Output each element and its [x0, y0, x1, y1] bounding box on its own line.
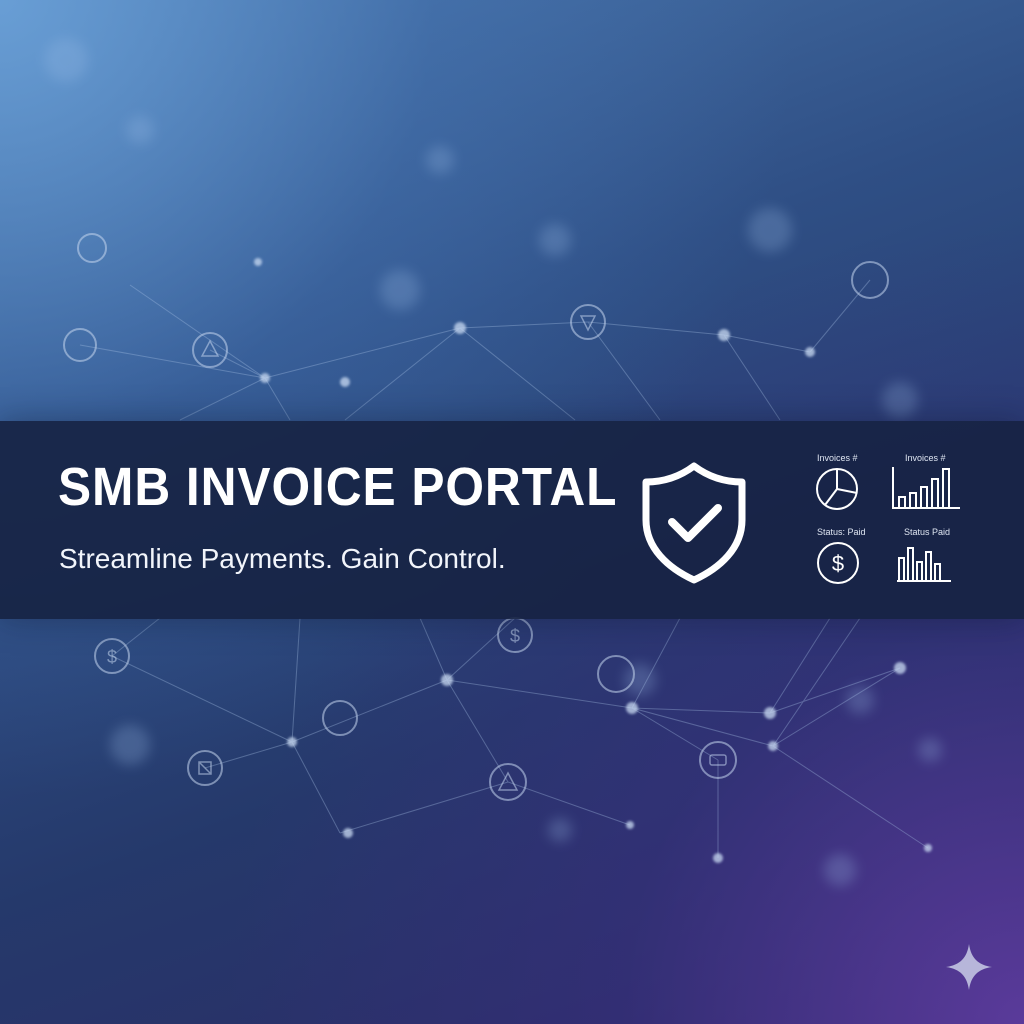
stat-label: Status: Paid [817, 527, 866, 537]
hero-banner [0, 421, 1024, 619]
card-icon [709, 754, 727, 766]
portal-tagline: Streamline Payments. Gain Control. [59, 543, 506, 574]
triangle-icon [200, 339, 220, 357]
bar-chart-icon [897, 547, 951, 582]
dollar-icon: $ [510, 626, 520, 646]
ring-icon-glyphs: $ $ [107, 626, 520, 667]
coin-icon [63, 328, 97, 362]
dollar-circle-icon: $ [817, 542, 859, 584]
bar-chart-icon [892, 467, 960, 509]
stat-label: Invoices # [817, 453, 858, 463]
dollar-circle-icon [94, 638, 130, 674]
bokeh-lights [44, 38, 942, 886]
stat-label: Status Paid [904, 527, 951, 537]
receipt-icon [198, 761, 212, 775]
shield-icon [579, 315, 597, 332]
dollar-icon: $ [107, 647, 117, 667]
coin-icon [699, 741, 737, 779]
network-lines [79, 279, 929, 858]
coin-icon [77, 233, 107, 263]
shield-icon [570, 304, 606, 340]
shield-check-icon [642, 462, 746, 584]
warning-icon [489, 763, 527, 801]
portal-title: SMB INVOICE PORTAL [58, 457, 618, 517]
ring-icon-shapes [198, 315, 727, 791]
svg-text:$: $ [832, 551, 844, 576]
stat-label: Invoices # [905, 453, 946, 463]
coin-icon [851, 261, 889, 299]
coin-icon [597, 655, 635, 693]
ring-icons [63, 233, 889, 801]
coin-icon [322, 700, 358, 736]
receipt-icon [187, 750, 223, 786]
warning-icon [192, 332, 228, 368]
triangle-icon [497, 771, 519, 791]
network-nodes [254, 258, 932, 863]
pie-chart-icon [816, 468, 858, 510]
sparkle-icon [946, 944, 992, 990]
